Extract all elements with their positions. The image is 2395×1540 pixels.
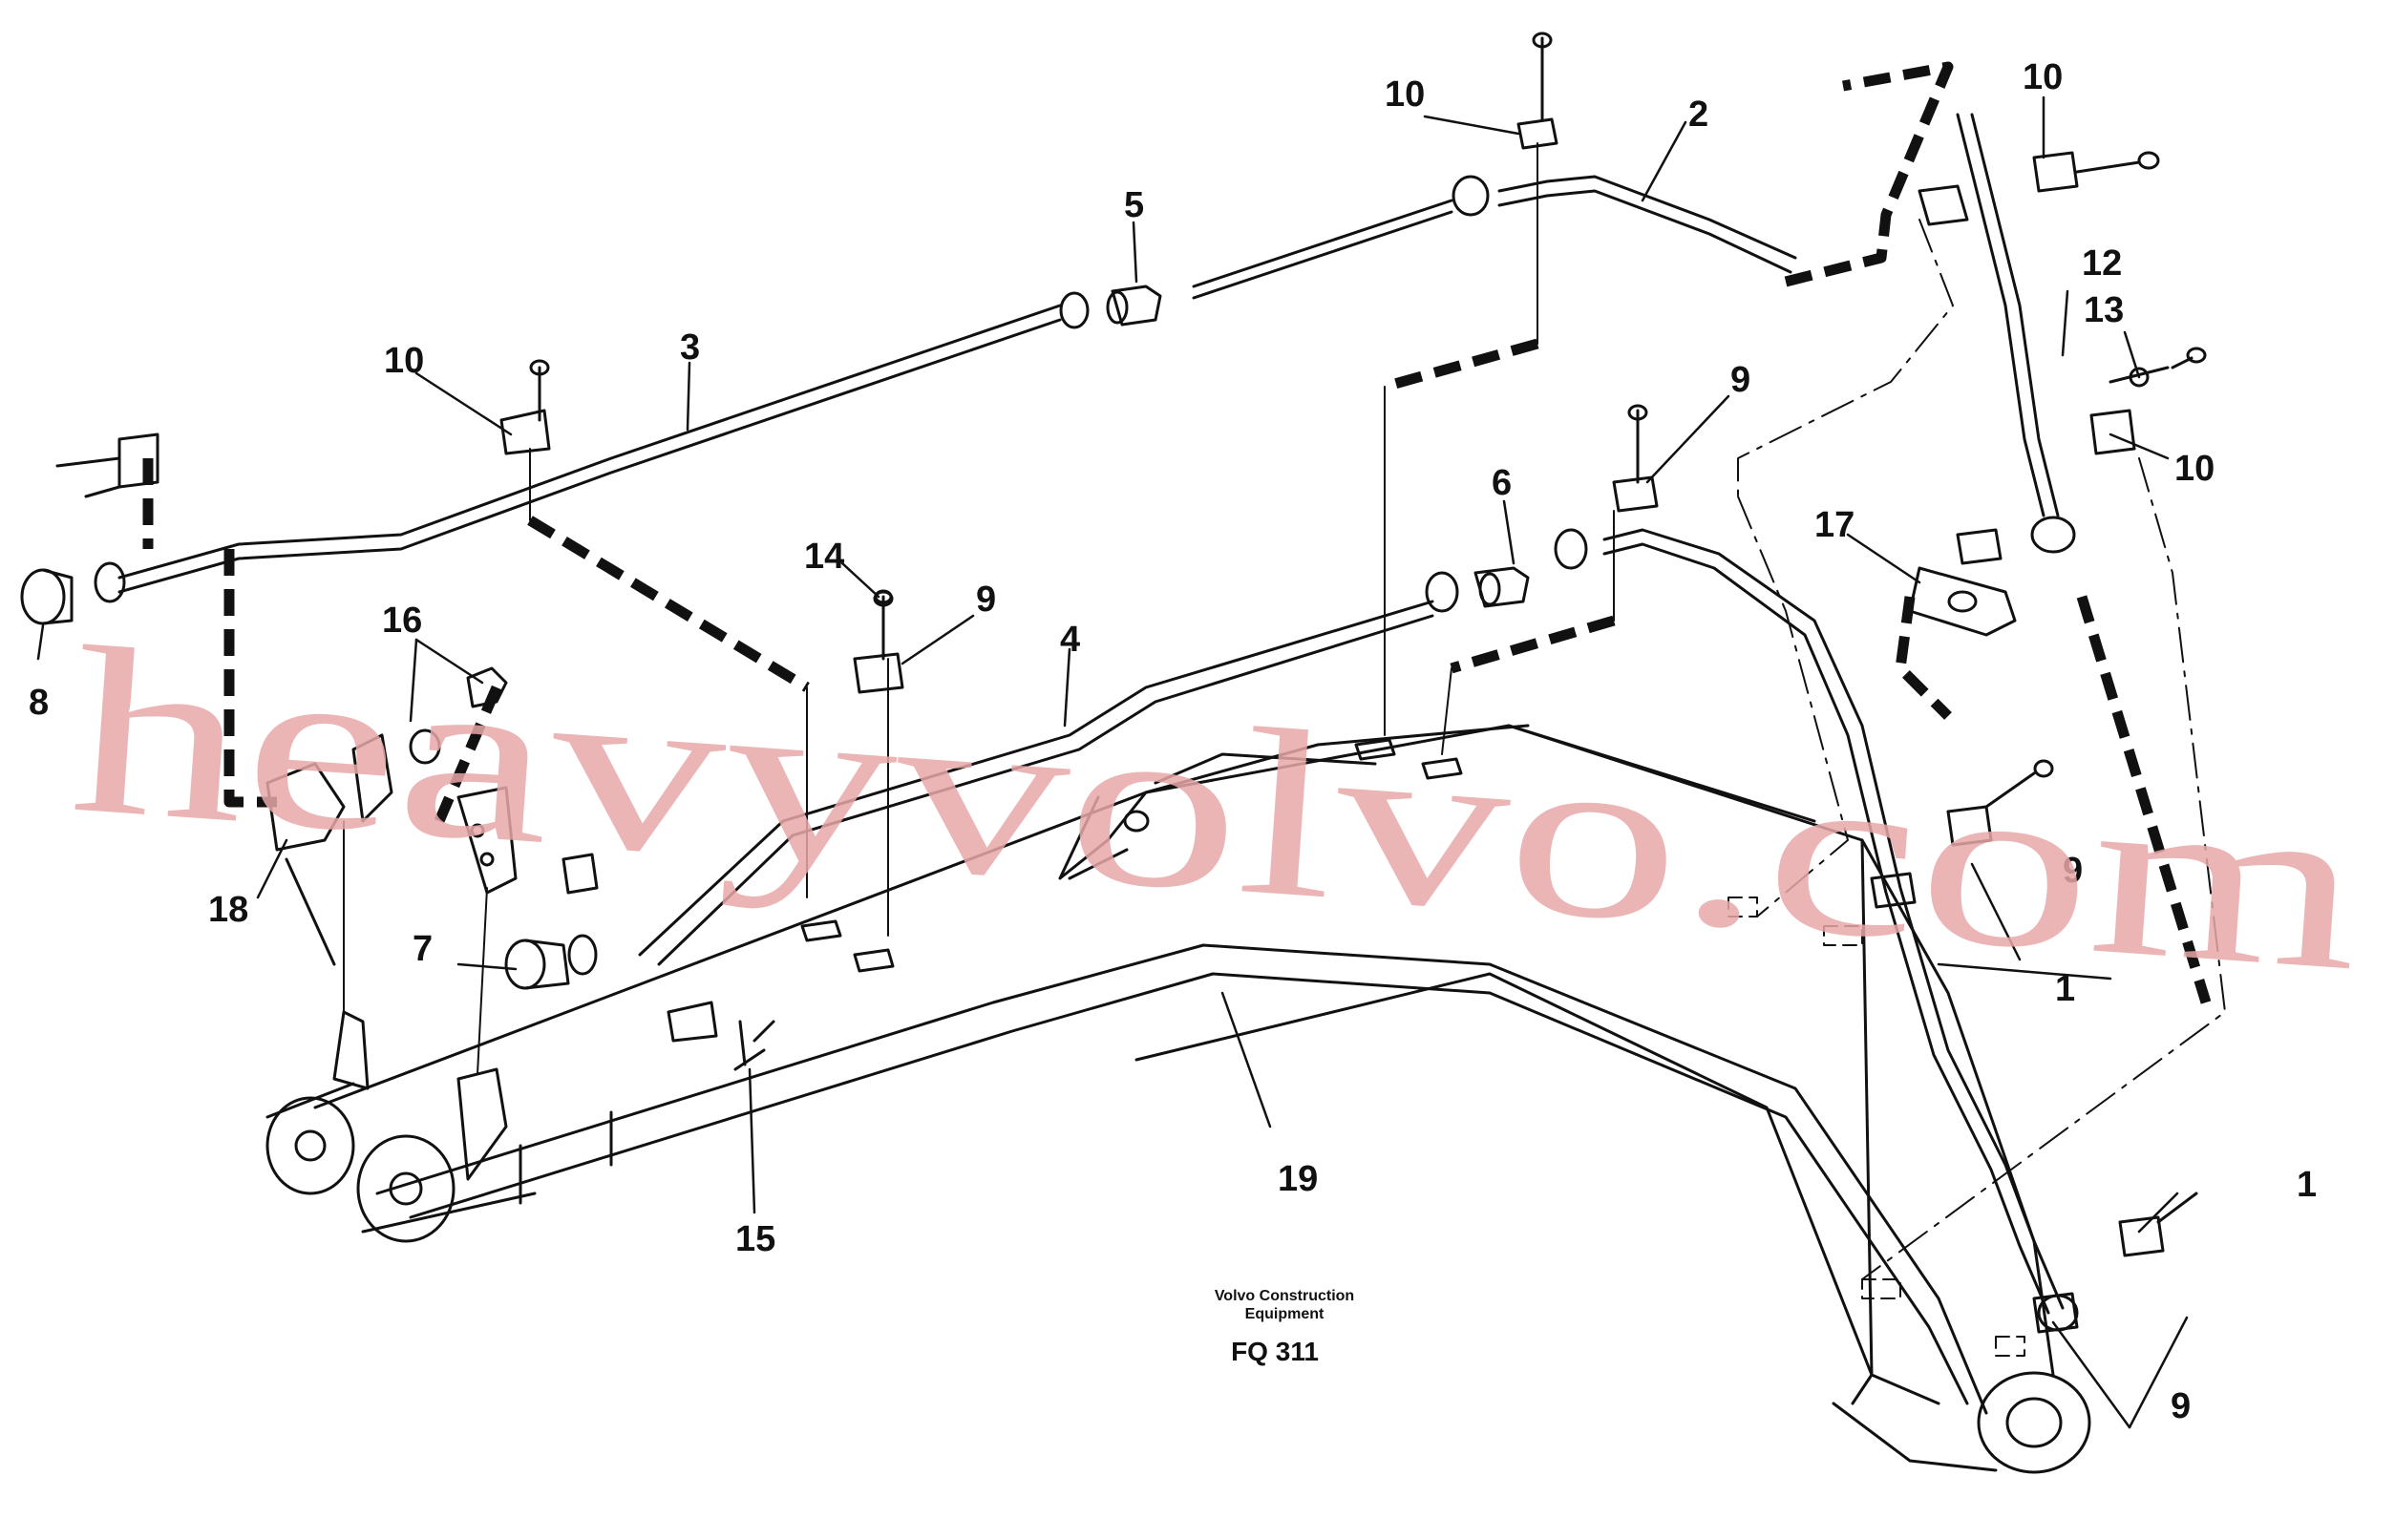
- part-label: 15: [735, 1219, 775, 1259]
- part-label: 1: [2297, 1165, 2317, 1205]
- part-label: 1: [2055, 969, 2075, 1009]
- pipe-4: [638, 600, 1434, 966]
- clamp-boom-top: [800, 738, 1463, 973]
- part-label: 4: [1060, 620, 1080, 660]
- part-label: 17: [1814, 505, 1855, 545]
- company-name-line1: Volvo Construction: [1215, 1288, 1354, 1304]
- pipe-5-run: [1192, 199, 1453, 300]
- fitting-8: [20, 568, 74, 625]
- fitting-5: [1059, 285, 1162, 329]
- drawing-code: FQ 311: [1231, 1337, 1319, 1366]
- watermark: heavyvolvo.com: [64, 598, 2368, 1022]
- part-label: 9: [976, 580, 996, 620]
- part-label: 9: [2063, 851, 2083, 891]
- fitting-2-end: [1452, 175, 1490, 217]
- clamp-10-mid: [499, 359, 551, 455]
- part-label: 10: [1385, 74, 1425, 115]
- part-label: 2: [1688, 95, 1708, 135]
- clamp-10-left: [55, 432, 159, 498]
- pipe-1: [1602, 113, 2065, 1315]
- part-label: 13: [2084, 290, 2124, 330]
- part-label: 10: [2174, 449, 2215, 489]
- part-label: 18: [208, 890, 248, 930]
- bracket-18: [265, 762, 508, 1181]
- part-label: 5: [1124, 185, 1144, 225]
- part-label: 6: [1492, 463, 1512, 503]
- clamp-lower-left: [562, 853, 775, 1071]
- part-label: 10: [384, 341, 424, 381]
- plate-17: [1908, 566, 2017, 637]
- clamp-9-right: [1870, 759, 2054, 909]
- part-label: 7: [413, 929, 433, 969]
- fitting-16: [409, 666, 508, 765]
- bracket-16: [351, 733, 518, 895]
- clamp-9-lower: [2032, 1192, 2198, 1334]
- clamp-9-upper: [1612, 404, 1659, 513]
- part-label: 9: [2171, 1386, 2191, 1426]
- part-label: 10: [2023, 57, 2063, 97]
- pipe-3: [117, 304, 1062, 594]
- bolts: [738, 347, 2207, 1066]
- fitting-1-upper: [2030, 516, 2076, 554]
- fitting-6: [1425, 528, 1588, 613]
- fitting-7: [504, 934, 598, 990]
- clamp-10-right-top: [1918, 151, 2160, 226]
- part-label: 12: [2082, 243, 2122, 284]
- part-label: 8: [29, 683, 49, 723]
- part-label: 14: [804, 537, 844, 577]
- part-label: 16: [382, 601, 422, 641]
- pipe-2: [1497, 175, 1797, 274]
- clamp-10-right-mid: [1956, 366, 2170, 565]
- company-name-line2: Equipment: [1245, 1306, 1325, 1322]
- clamp-10-top: [1516, 32, 1558, 150]
- part-label: 19: [1278, 1159, 1318, 1199]
- leader-lines: [36, 95, 2189, 1429]
- part-label: 3: [680, 327, 700, 368]
- part-label: 9: [1730, 360, 1750, 400]
- nut-left: [94, 561, 126, 603]
